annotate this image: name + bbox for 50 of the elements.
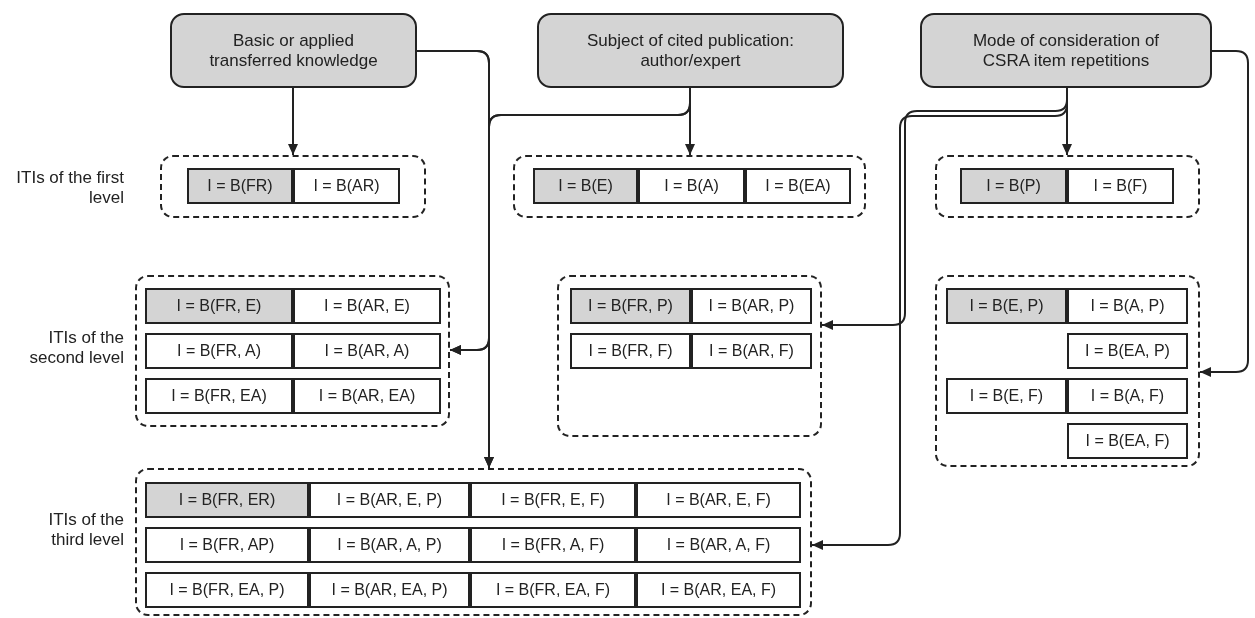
- index-cell: I = B(EA, P): [1067, 333, 1188, 369]
- index-cell: I = B(FR, E, F): [470, 482, 636, 518]
- index-cell: I = B(P): [960, 168, 1067, 204]
- index-cell: I = B(FR, F): [570, 333, 691, 369]
- level-label: ITIs of the first level: [15, 168, 124, 208]
- index-cell: I = B(FR, AP): [145, 527, 309, 563]
- index-cell: I = B(E): [533, 168, 638, 204]
- dashed-group-frame: [513, 155, 866, 218]
- index-cell: I = B(AR, A): [293, 333, 441, 369]
- index-cell: I = B(AR, F): [691, 333, 812, 369]
- dashed-group-frame: [135, 275, 450, 427]
- category-box: Mode of consideration of CSRA item repetitions: [920, 13, 1212, 88]
- index-cell: I = B(F): [1067, 168, 1174, 204]
- dashed-group-frame: [935, 155, 1200, 218]
- index-cell: I = B(EA, F): [1067, 423, 1188, 459]
- category-box: Subject of cited publication: author/expert: [537, 13, 844, 88]
- level-label: ITIs of the third level: [47, 510, 124, 550]
- connector-arrow: [1199, 50, 1249, 377]
- index-cell: I = B(A, F): [1067, 378, 1188, 414]
- index-cell: I = B(AR): [293, 168, 400, 204]
- index-cell: I = B(AR, EA): [293, 378, 441, 414]
- dashed-group-frame: [557, 275, 822, 437]
- dashed-group-frame: [135, 468, 812, 616]
- index-cell: I = B(FR): [187, 168, 293, 204]
- dashed-group-frame: [160, 155, 426, 218]
- index-cell: I = B(AR, A, P): [309, 527, 470, 563]
- index-cell: I = B(FR, EA, F): [470, 572, 636, 608]
- index-cell: I = B(A): [638, 168, 745, 204]
- index-cell: I = B(FR, A, F): [470, 527, 636, 563]
- index-cell: I = B(AR, A, F): [636, 527, 801, 563]
- index-cell: I = B(FR, E): [145, 288, 293, 324]
- index-cell: I = B(FR, EA, P): [145, 572, 309, 608]
- category-box: Basic or applied transferred knowledge: [170, 13, 417, 88]
- index-cell: I = B(AR, EA, F): [636, 572, 801, 608]
- index-cell: I = B(FR, P): [570, 288, 691, 324]
- index-cell: I = B(FR, ER): [145, 482, 309, 518]
- index-cell: I = B(E, P): [946, 288, 1067, 324]
- index-cell: I = B(FR, EA): [145, 378, 293, 414]
- dashed-group-frame: [935, 275, 1200, 467]
- index-cell: I = B(AR, EA, P): [309, 572, 470, 608]
- index-cell: I = B(EA): [745, 168, 851, 204]
- index-cell: I = B(FR, A): [145, 333, 293, 369]
- index-cell: I = B(AR, E, P): [309, 482, 470, 518]
- index-cell: I = B(AR, E): [293, 288, 441, 324]
- index-cell: I = B(AR, P): [691, 288, 812, 324]
- index-cell: I = B(AR, E, F): [636, 482, 801, 518]
- index-cell: I = B(E, F): [946, 378, 1067, 414]
- connector-arrow: [288, 87, 298, 156]
- level-label: ITIs of the second level: [28, 328, 124, 368]
- index-cell: I = B(A, P): [1067, 288, 1188, 324]
